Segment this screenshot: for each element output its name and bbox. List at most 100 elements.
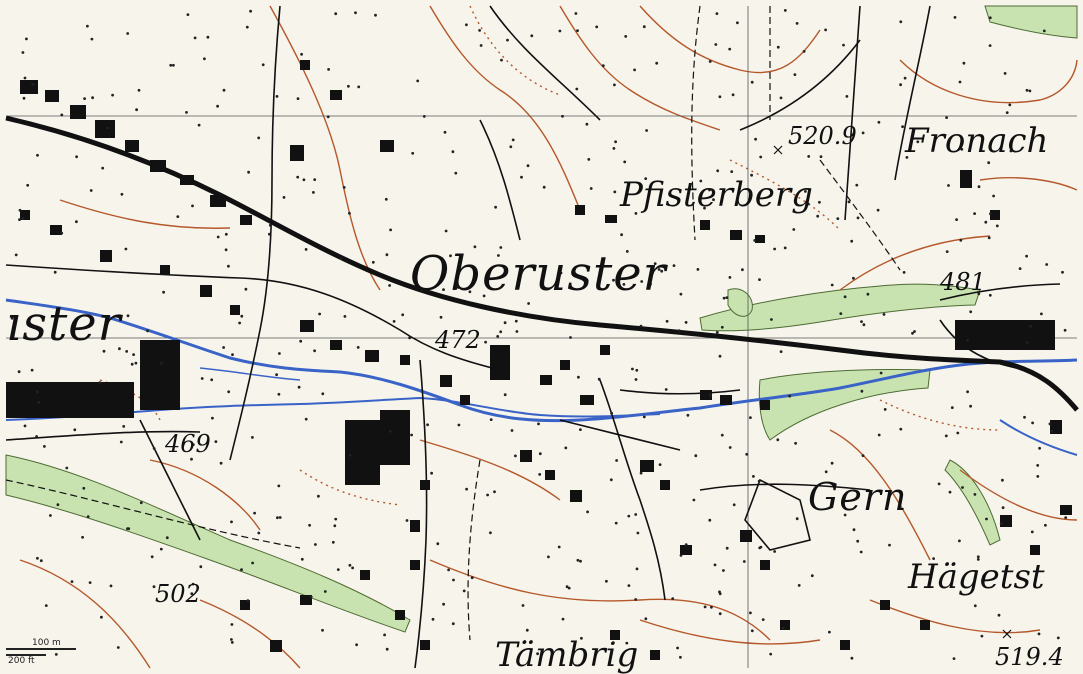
orchard-dot [956, 431, 960, 435]
orchard-dot [649, 282, 652, 286]
orchard-dot [203, 57, 206, 61]
orchard-dot [818, 200, 821, 204]
orchard-dot [405, 519, 409, 522]
orchard-dot [856, 216, 860, 220]
orchard-dot [1029, 325, 1032, 328]
orchard-dot [304, 417, 308, 421]
orchard-dot [371, 260, 375, 264]
orchard-dot [251, 561, 255, 565]
orchard-dots [10, 9, 1068, 660]
orchard-dot [521, 604, 525, 607]
orchard-dot [1001, 478, 1004, 482]
orchard-dot [1063, 328, 1067, 332]
orchard-dot [725, 296, 729, 299]
orchard-dot [401, 313, 405, 317]
label-pfisterberg: Pfisterberg [620, 175, 813, 215]
orchard-dot [169, 63, 173, 67]
orchard-dot [794, 441, 797, 445]
orchard-dot [18, 218, 21, 222]
orchard-dot [947, 184, 950, 187]
orchard-dot [75, 155, 78, 159]
orchard-dot [49, 514, 52, 517]
orchard-dot [773, 247, 776, 251]
orchard-dot [645, 129, 648, 132]
orchard-dot [60, 113, 64, 117]
orchard-dot [334, 12, 338, 16]
orchard-dot [134, 361, 138, 365]
orchard-dot [43, 445, 46, 448]
orchard-dot [754, 137, 757, 141]
orchard-dot [53, 270, 57, 274]
orchard-dot [299, 339, 303, 343]
orchard-dot [644, 177, 648, 181]
orchard-dot [245, 25, 249, 29]
orchard-dot [348, 563, 352, 567]
orchard-dot [132, 353, 136, 356]
orchard-dot [10, 316, 14, 320]
orchard-dot [750, 80, 754, 84]
orchard-dot [1009, 149, 1013, 153]
orchard-dot [388, 284, 391, 287]
orchard-dot [465, 487, 468, 491]
roads [5, 5, 1061, 669]
orchard-dot [124, 247, 128, 251]
orchard-dot [627, 584, 631, 587]
orchard-dot [1036, 464, 1040, 467]
orchard-dot [587, 158, 591, 161]
orchard-dot [615, 459, 618, 462]
label-oberuster: Oberuster [410, 246, 667, 302]
contour-dotted [99, 5, 1001, 506]
orchard-dot [988, 16, 992, 20]
orchard-dot [357, 85, 361, 89]
building-block-4 [490, 345, 510, 380]
orchard-dot [31, 83, 35, 86]
orchard-dot [722, 296, 726, 300]
orchard-dot [296, 97, 300, 100]
orchard-dot [506, 38, 509, 42]
orchard-dot [634, 513, 638, 516]
orchard-dot [958, 80, 962, 84]
orchard-dot [91, 96, 94, 100]
orchard-dot [627, 514, 631, 518]
orchard-dot [845, 95, 849, 98]
orchard-dot [389, 228, 392, 232]
orchard-dot [612, 147, 616, 150]
orchard-dot [783, 9, 787, 12]
orchard-dot [613, 190, 617, 194]
orchard-dot [1045, 263, 1049, 266]
orchard-dot [503, 321, 507, 325]
orchard-dot [547, 555, 550, 559]
orchard-dot [634, 378, 638, 381]
orchard-dot [761, 618, 765, 621]
orchard-dot [1042, 29, 1046, 33]
orchard-dot [436, 542, 440, 546]
orchard-dot [797, 584, 801, 587]
orchard-dot [642, 415, 646, 419]
orchard-dot [644, 617, 648, 621]
orchard-dot [1025, 88, 1029, 92]
orchard-dot [1023, 415, 1026, 419]
orchard-dot [802, 50, 806, 53]
orchard-dot [770, 318, 773, 321]
orchard-dot [559, 271, 563, 275]
scale-feet-label: 200 ft [8, 656, 35, 666]
orchard-dot [193, 36, 197, 40]
orchard-dot [214, 440, 218, 443]
orchard-dot [355, 643, 358, 647]
orchard-dot [83, 97, 86, 100]
elevation-469: 469 [165, 430, 211, 458]
orchard-dot [54, 653, 58, 656]
orchard-dot [211, 416, 214, 420]
orchard-dot [503, 393, 507, 397]
orchard-dot [249, 9, 253, 13]
orchard-dot [861, 454, 865, 457]
orchard-dot [278, 352, 281, 355]
orchard-dot [850, 656, 854, 660]
orchard-dot [17, 370, 21, 374]
orchard-dot [500, 58, 503, 62]
orchard-dot [1028, 89, 1032, 93]
orchard-dot [21, 217, 25, 220]
orchard-dot [160, 361, 163, 365]
orchard-dot [126, 32, 130, 35]
